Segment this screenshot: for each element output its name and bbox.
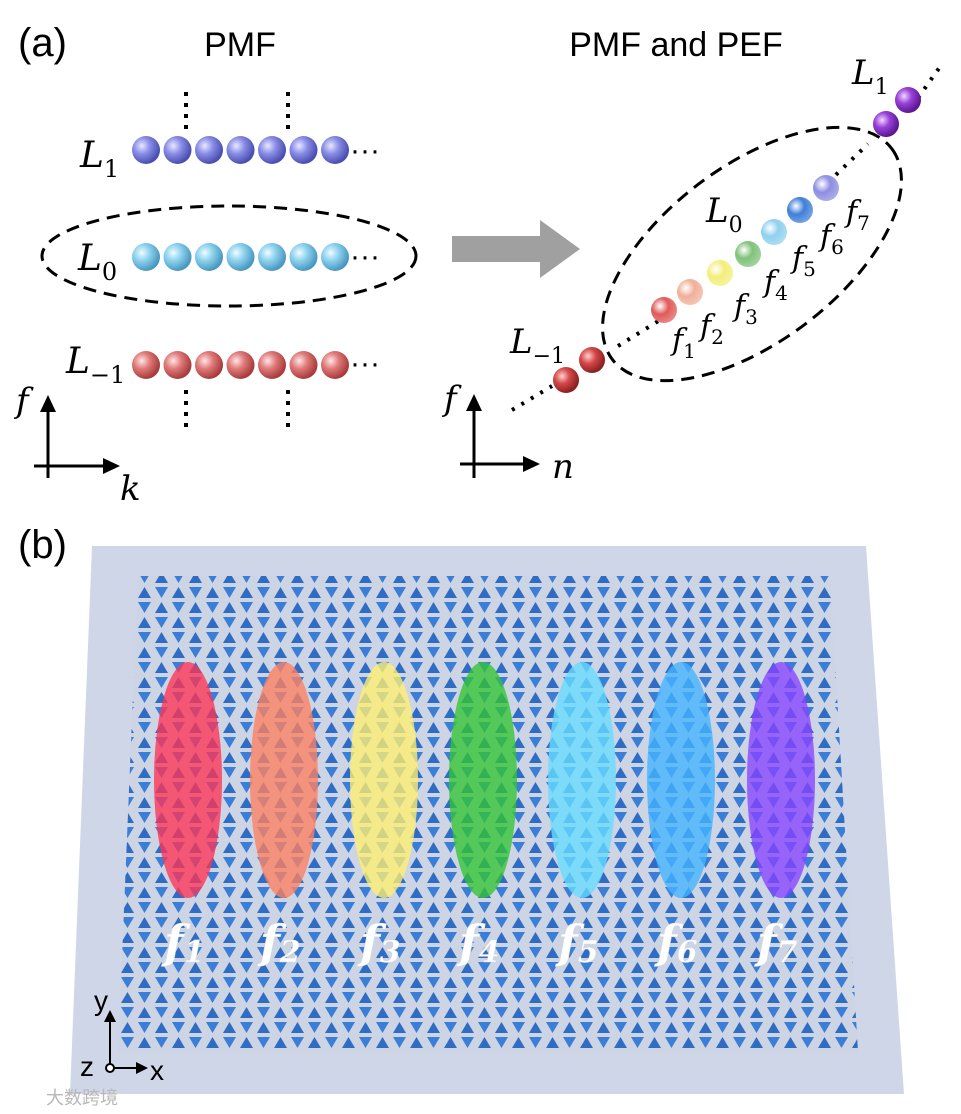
sphere-row-Lm1-5 bbox=[258, 351, 286, 379]
watermark: 大数跨境 bbox=[46, 1088, 118, 1108]
svg-text:L0: L0 bbox=[77, 238, 117, 286]
left-title: PMF bbox=[204, 26, 276, 64]
left-dashed-ellipse bbox=[40, 204, 418, 308]
mode-ellipse-f1 bbox=[154, 662, 222, 898]
sphere-row-L1-3 bbox=[195, 136, 223, 164]
axis-z-label: z bbox=[80, 1051, 94, 1082]
right-level-Lm1: L−1 bbox=[509, 322, 565, 369]
right-axis-y-label: f bbox=[441, 379, 462, 419]
left-level-L1: L1 bbox=[79, 135, 119, 183]
sphere-row-Lm1-6 bbox=[289, 351, 318, 379]
freq-label-f2: f2 bbox=[698, 309, 724, 349]
sphere-row-L0-6 bbox=[289, 243, 318, 271]
svg-text:L−1: L−1 bbox=[509, 322, 565, 369]
freq-label-f4: f4 bbox=[762, 265, 788, 305]
sphere-f7 bbox=[813, 175, 839, 201]
sphere-row-Lm1-1 bbox=[132, 351, 160, 379]
mode-label-f7: f7 bbox=[754, 915, 798, 970]
sphere-L1-b bbox=[895, 87, 921, 113]
left-level-L0: L0 bbox=[77, 238, 117, 286]
sphere-row-L0-1 bbox=[132, 243, 160, 271]
freq-label-f5: f5 bbox=[790, 241, 816, 281]
mode-ellipse-f6 bbox=[647, 662, 715, 898]
left-axes bbox=[34, 395, 120, 478]
svg-text:L0: L0 bbox=[705, 191, 743, 238]
freq-label-f3: f3 bbox=[732, 289, 758, 329]
sphere-row-L0-5 bbox=[258, 243, 286, 271]
axis-x-label: x bbox=[150, 1055, 164, 1086]
freq-label-f6: f6 bbox=[818, 219, 844, 259]
sphere-row-Lm1-2 bbox=[163, 351, 192, 379]
sphere-row-Lm1-4 bbox=[226, 351, 255, 379]
left-axis-y-label: f bbox=[13, 381, 34, 421]
mode-ellipse-f5 bbox=[548, 662, 616, 898]
svg-text:L1: L1 bbox=[851, 53, 889, 100]
sphere-Lm1-b bbox=[579, 347, 605, 373]
right-dashed-ellipse bbox=[601, 125, 903, 383]
right-axes bbox=[460, 394, 540, 478]
svg-text:L−1: L−1 bbox=[65, 341, 125, 389]
freq-label-f1: f1 bbox=[670, 323, 696, 363]
panel-b-label: (b) bbox=[18, 523, 67, 567]
sphere-row-L1-2 bbox=[163, 136, 192, 164]
right-level-L1: L1 bbox=[851, 53, 889, 100]
left-vertical-dots bbox=[184, 92, 290, 432]
sphere-row-L0-7 bbox=[321, 243, 349, 271]
mode-ellipse-f7 bbox=[747, 662, 815, 898]
mode-ellipse-f4 bbox=[449, 662, 517, 898]
sphere-row-L0-4 bbox=[226, 243, 255, 271]
left-level-Lm1: L−1 bbox=[65, 341, 125, 389]
right-title: PMF and PEF bbox=[569, 26, 783, 64]
axis-y-label: y bbox=[94, 985, 108, 1016]
mode-ellipse-f2 bbox=[250, 662, 318, 898]
ellipsis-row0: ··· bbox=[350, 240, 380, 273]
sphere-row-L1-6 bbox=[289, 136, 318, 164]
mode-ellipses bbox=[154, 662, 815, 898]
sphere-row-L1-1 bbox=[132, 136, 160, 164]
right-axis-x-label: n bbox=[552, 447, 574, 487]
sphere-row-L0-3 bbox=[195, 243, 223, 271]
xyz-axes bbox=[104, 1010, 148, 1074]
ellipsis-rowm1: ··· bbox=[350, 347, 380, 380]
sphere-row-L1-7 bbox=[321, 136, 349, 164]
sphere-f1 bbox=[651, 297, 677, 323]
sphere-f4 bbox=[735, 241, 761, 267]
transition-arrow bbox=[452, 220, 580, 278]
sphere-f2 bbox=[677, 279, 703, 305]
svg-text:L1: L1 bbox=[79, 135, 119, 183]
ellipsis-row1: ··· bbox=[350, 134, 380, 167]
left-axis-x-label: k bbox=[120, 469, 141, 509]
mode-ellipse-f3 bbox=[350, 662, 418, 898]
panel-a-label: (a) bbox=[18, 21, 67, 65]
sphere-f5 bbox=[761, 219, 787, 245]
sphere-L1-a bbox=[873, 111, 899, 137]
left-sphere-rows bbox=[132, 136, 349, 379]
sphere-row-L1-4 bbox=[226, 136, 255, 164]
sphere-Lm1-a bbox=[553, 367, 579, 393]
right-level-L0: L0 bbox=[705, 191, 743, 238]
sphere-row-Lm1-7 bbox=[321, 351, 349, 379]
sphere-row-L0-2 bbox=[163, 243, 192, 271]
mode-label-f6: f6 bbox=[654, 915, 698, 970]
mode-label-f1: f1 bbox=[161, 915, 205, 970]
right-sphere-chain bbox=[553, 87, 921, 393]
mode-label-f4: f4 bbox=[456, 915, 500, 970]
sphere-f3 bbox=[707, 260, 733, 286]
freq-label-f7: f7 bbox=[844, 195, 870, 235]
sphere-f6 bbox=[787, 197, 813, 223]
sphere-row-L1-5 bbox=[258, 136, 286, 164]
sphere-row-Lm1-3 bbox=[195, 351, 223, 379]
